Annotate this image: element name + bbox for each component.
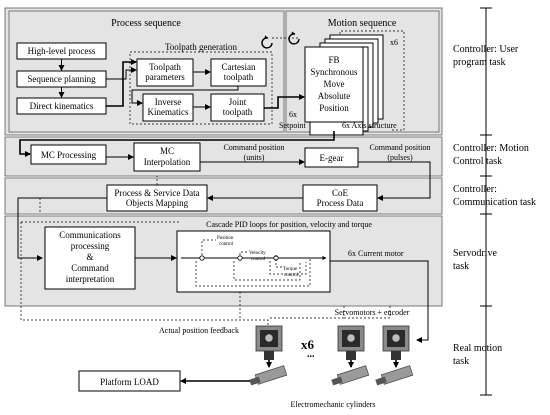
- timeline: [480, 7, 492, 396]
- mc-interpolation-label-1: MC: [160, 146, 174, 156]
- toolpath-parameters-label-1: Toolpath: [149, 62, 181, 72]
- position-control-label-1: Position: [217, 236, 234, 241]
- direct-kinematics-label: Direct kinematics: [30, 101, 94, 111]
- fb-label-2: Synchronous: [311, 67, 358, 77]
- comm-processing-label-2: processing: [71, 241, 110, 251]
- comm-processing-label-4: Command: [71, 263, 109, 273]
- e-gear-block: [304, 147, 359, 168]
- servomotor-2: [337, 325, 365, 360]
- process-sequence-title: Process sequence: [111, 18, 181, 29]
- label-communication-1: Controller:: [453, 184, 497, 195]
- command-units-label-1: Command position: [223, 143, 284, 152]
- joint-toolpath-label-2: toolpath: [223, 107, 253, 117]
- e-gear-label: E-gear: [320, 153, 344, 163]
- fb-loop-icon: [288, 31, 300, 45]
- fb-label-5: Position: [319, 103, 349, 113]
- label-user-program-2: program task: [453, 57, 506, 68]
- torque-control-label-2: control: [284, 273, 299, 278]
- comm-processing-label-5: interpretation: [66, 274, 115, 284]
- motor-multiplier: x6: [301, 337, 315, 352]
- comm-processing-label-1: Communications: [59, 230, 121, 240]
- mc-interpolation-label-2: Interpolation: [144, 157, 191, 167]
- platform-load-label: Platform LOAD: [100, 377, 159, 387]
- joint-toolpath-label-1: Joint: [229, 97, 247, 107]
- velocity-control-label-2: control: [251, 257, 266, 262]
- pid-loop-schematic: [181, 239, 327, 287]
- mc-interpolation-block: [133, 142, 201, 172]
- communications-processing-block: [44, 226, 136, 290]
- cartesian-toolpath-label-1: Cartesian: [222, 62, 256, 72]
- servomotors-label: Servomotors + encoder: [335, 308, 410, 317]
- actual-feedback-label: Actual position feedback: [159, 326, 239, 335]
- toolpath-generation-region: [129, 51, 273, 125]
- cartesian-toolpath-label-2: toolpath: [224, 72, 254, 82]
- cascade-title: Cascade PID loops for position, velocity…: [206, 220, 372, 229]
- axis-structure-label: 6x Axis structure: [342, 121, 397, 130]
- cylinders-label: Electromechanic cylinders: [290, 400, 375, 409]
- cylinder-2: [331, 365, 370, 386]
- command-pulses-label-1: Command position: [369, 143, 430, 152]
- toolpath-generation-title: Toolpath generation: [165, 42, 238, 52]
- label-user-program-1: Controller: User: [453, 44, 519, 55]
- motor-ellipsis: ...: [307, 349, 315, 360]
- torque-control-label-1: Torque: [283, 267, 298, 272]
- setpoint-label-1: 6x: [289, 110, 297, 119]
- joint-toolpath-block: [210, 93, 265, 122]
- inverse-kinematics-label-1: Inverse: [155, 97, 182, 107]
- band-labels: Controller: User program task Controller…: [453, 44, 536, 367]
- comm-processing-label-3: &: [86, 252, 93, 262]
- label-real-motion-1: Real motion: [453, 343, 502, 354]
- label-servodrive-2: task: [453, 261, 469, 272]
- toolpath-parameters-label-2: parameters: [145, 72, 185, 82]
- position-control-label-2: control: [219, 242, 234, 247]
- servomotor-3: [382, 325, 410, 360]
- fb-multiplier: x6: [390, 38, 398, 47]
- inverse-kinematics-label-2: Kinematics: [148, 107, 189, 117]
- coe-process-data-label-2: Process Data: [317, 198, 364, 208]
- setpoint-label-2: Setpoint: [279, 121, 306, 130]
- mc-processing-label: MC Processing: [41, 150, 97, 160]
- coe-process-data-label-1: CoE: [332, 188, 349, 198]
- label-motion-control-2: Control task: [453, 156, 502, 167]
- cylinder-1: [249, 365, 288, 386]
- servomotor-1: [255, 325, 283, 360]
- fb-label-4: Absolute: [318, 91, 351, 101]
- cartesian-toolpath-block: [210, 58, 267, 87]
- label-motion-control-1: Controller: Motion: [453, 143, 529, 154]
- motion-sequence-title: Motion sequence: [328, 18, 397, 29]
- label-communication-2: Communication task: [453, 197, 536, 208]
- fb-label-1: FB: [328, 55, 339, 65]
- cylinder-3: [375, 365, 414, 386]
- label-real-motion-2: task: [453, 356, 469, 367]
- psdo-mapping-label-1: Process & Service Data: [114, 188, 199, 198]
- high-level-process-label: High-level process: [28, 46, 96, 56]
- current-motor-label: 6x Current motor: [348, 249, 404, 258]
- command-pulses-label-2: (pulses): [387, 153, 413, 162]
- fb-label-3: Move: [324, 79, 345, 89]
- sequence-planning-label: Sequence planning: [27, 74, 96, 84]
- velocity-control-label-1: Velocity: [249, 251, 266, 256]
- fb-sync-move-block: [304, 46, 364, 123]
- label-servodrive-1: Servodrive: [453, 248, 497, 259]
- psdo-mapping-label-2: Objects Mapping: [126, 198, 189, 208]
- loop-icon: [261, 35, 273, 49]
- command-units-label-2: (units): [244, 153, 265, 162]
- mc-processing-block: [30, 144, 107, 165]
